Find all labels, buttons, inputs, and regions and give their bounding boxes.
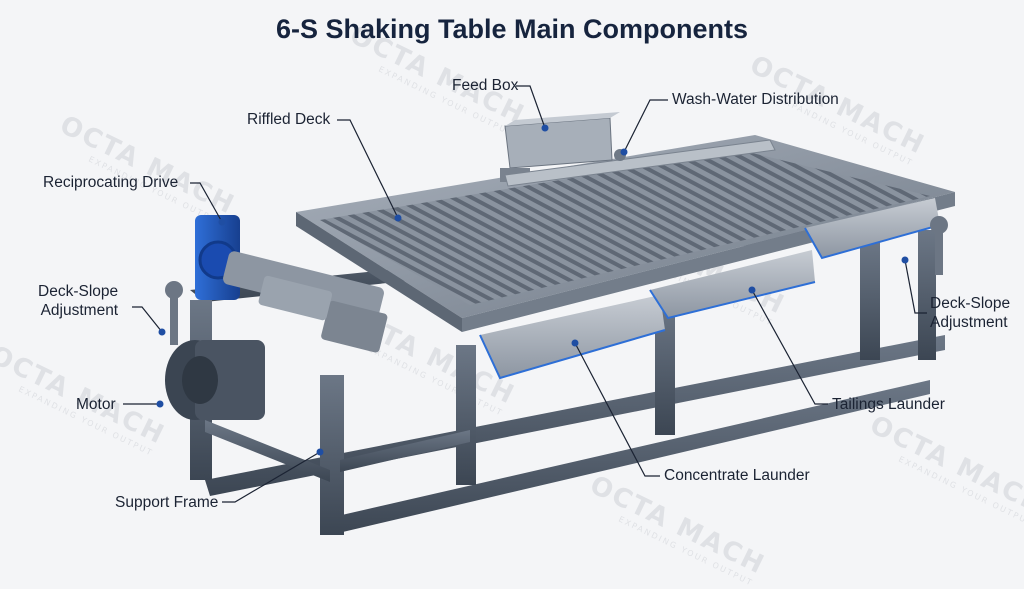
leader-tailings-launder <box>751 289 828 405</box>
label-deck-slope-adjustment-right: Deck-Slope Adjustment <box>930 294 1010 332</box>
leader-feed-box <box>516 85 546 129</box>
support-frame <box>190 215 945 535</box>
leader-deck-slope-left <box>132 306 163 333</box>
label-feed-box: Feed Box <box>452 77 519 94</box>
callout-dots <box>156 124 909 456</box>
leader-wash-water <box>623 99 668 153</box>
label-reciprocating-drive: Reciprocating Drive <box>43 174 179 191</box>
label-deck-slope-adjustment-left: Deck-Slope Adjustment <box>38 282 118 320</box>
feed-box-assembly <box>500 112 776 187</box>
leader-riffled-deck <box>337 119 399 219</box>
label-line: Deck-Slope <box>930 295 1011 312</box>
label-concentrate-launder: Concentrate Launder <box>664 467 810 484</box>
leader-support-frame <box>222 451 321 503</box>
deck-slope-adjusters <box>165 216 948 345</box>
callout-leaders <box>123 85 927 503</box>
shaking-table-illustration <box>165 112 955 535</box>
leader-concentrate-launder <box>574 342 660 477</box>
launder-trays <box>479 198 941 380</box>
label-line: Adjustment <box>40 302 119 319</box>
label-tailings-launder: Tailings Launder <box>832 396 945 413</box>
label-wash-water-distribution: Wash-Water Distribution <box>672 91 839 108</box>
motor-assembly <box>165 340 265 420</box>
label-support-frame: Support Frame <box>115 494 219 511</box>
leader-reciprocating-drive <box>190 182 223 223</box>
label-line: Deck-Slope <box>38 283 119 300</box>
leader-deck-slope-right <box>904 259 927 314</box>
label-motor: Motor <box>76 396 116 413</box>
diagram-canvas: OCTA MACH EXPANDING YOUR OUTPUT OCTA MAC… <box>0 14 1024 588</box>
reciprocating-drive-assembly <box>195 215 388 353</box>
label-riffled-deck: Riffled Deck <box>247 111 331 128</box>
diagram-title: 6-S Shaking Table Main Components <box>275 14 749 44</box>
label-line: Adjustment <box>930 314 1008 331</box>
